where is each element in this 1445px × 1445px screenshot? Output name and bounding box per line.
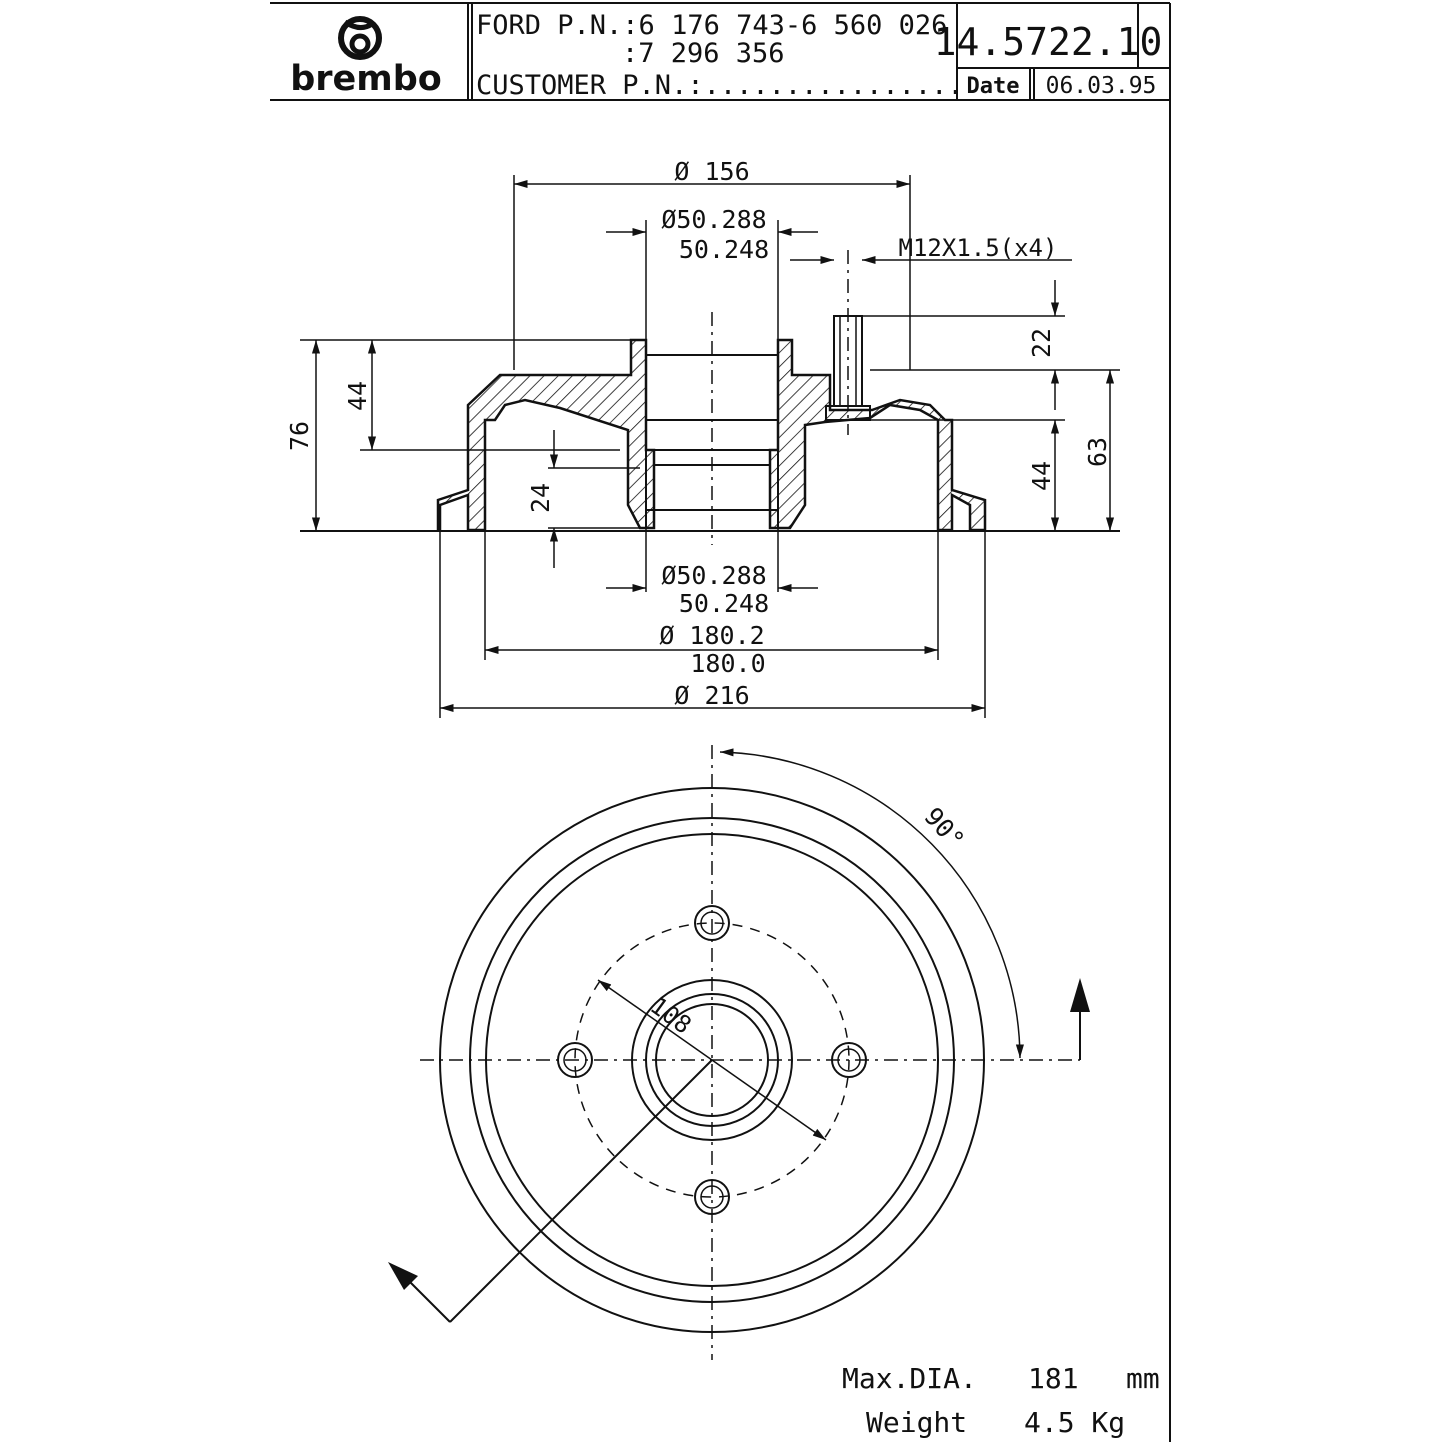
dim-24: 24 (526, 483, 555, 513)
dim-76: 76 (285, 421, 314, 451)
title-block (270, 2, 1171, 1442)
dim-22: 22 (1027, 328, 1056, 358)
dim-angle: 90° (918, 802, 970, 855)
max-dia-label: Max.DIA. (842, 1362, 977, 1395)
dim-44-right: 44 (1027, 461, 1056, 491)
date-value: 06.03.95 (1046, 73, 1157, 99)
brand-name: brembo (290, 59, 442, 99)
drum-plan-view: 108 90° (388, 745, 1090, 1360)
max-dia-unit: mm (1126, 1362, 1160, 1395)
dim-drum-1: Ø 180.2 (659, 621, 764, 650)
max-dia-value: 181 (1028, 1362, 1079, 1395)
dim-bore-top-2: 50.248 (679, 235, 769, 264)
dim-bore-bot-1: Ø50.288 (661, 561, 766, 590)
brembo-logo: brembo (290, 16, 442, 99)
dim-bore-top-1: Ø50.288 (661, 205, 766, 234)
dim-216: Ø 216 (674, 681, 749, 710)
drum-section-view: Ø 156 Ø50.288 50.248 M12X1.5(x4) 22 44 7… (285, 157, 1120, 718)
weight-label: Weight (866, 1406, 967, 1439)
section-arrow-diag-icon (388, 1262, 418, 1290)
part-number: 14.5722.10 (934, 20, 1163, 64)
dim-outer-top: Ø 156 (674, 157, 749, 186)
customer-pn: CUSTOMER P.N.:................ (476, 70, 964, 101)
dim-bore-bot-2: 50.248 (679, 589, 769, 618)
dim-63: 63 (1083, 437, 1112, 467)
ford-pn-line1: FORD P.N.:6 176 743-6 560 026 (476, 10, 947, 41)
ford-pn-line2: :7 296 356 (622, 38, 785, 69)
section-arrow-up-icon (1070, 978, 1090, 1012)
dim-thread: M12X1.5(x4) (899, 234, 1058, 262)
weight-value: 4.5 Kg (1024, 1406, 1125, 1439)
specs: Max.DIA. 181 mm Weight 4.5 Kg (842, 1362, 1160, 1439)
dim-drum-2: 180.0 (690, 649, 765, 678)
dim-44-left: 44 (343, 381, 372, 411)
date-label: Date (967, 74, 1020, 99)
